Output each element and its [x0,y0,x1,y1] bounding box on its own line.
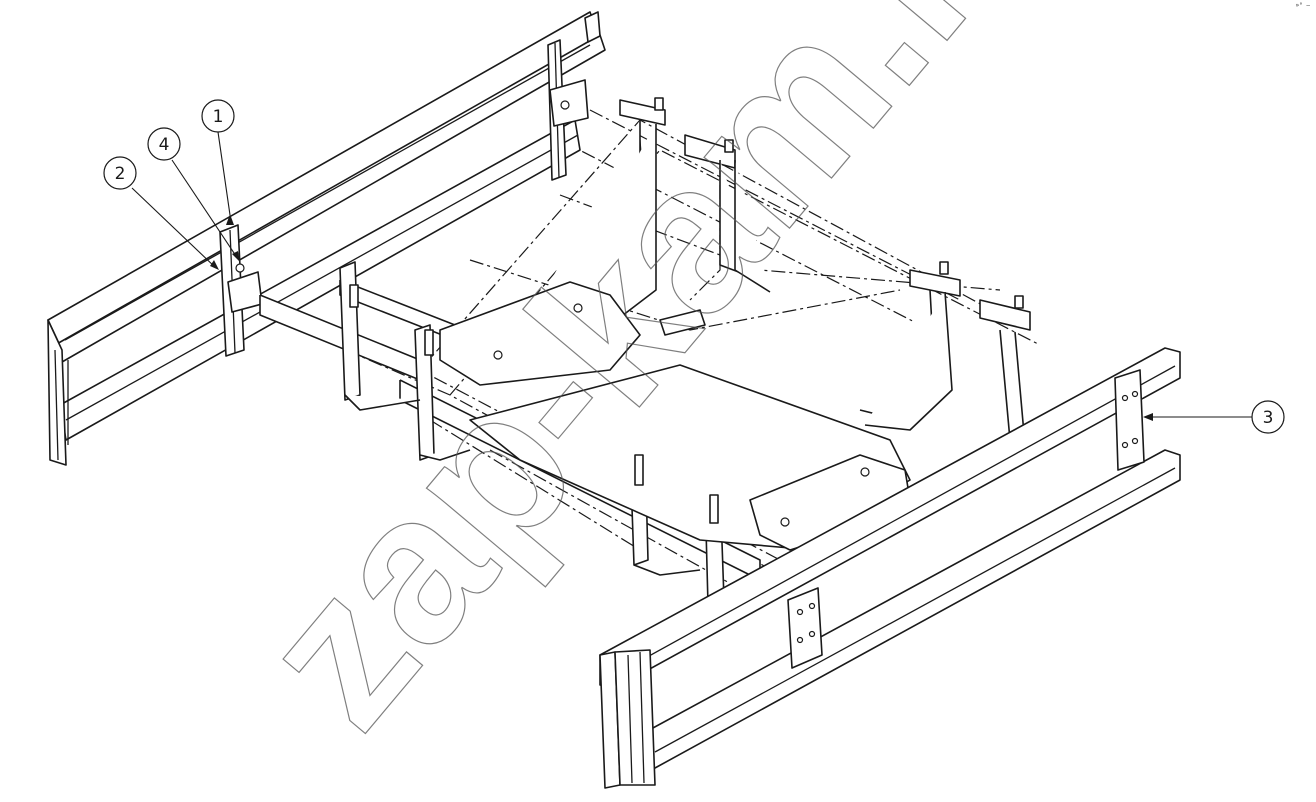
balloon-1 [201,99,235,133]
balloon-3 [1251,400,1285,434]
left-side-rail [47,11,606,466]
balloon-4 [147,127,181,161]
callout-label-1: 1 [213,107,224,127]
seat-plates [439,281,911,551]
callout-4: 4 [147,127,240,262]
callout-label-3: 3 [1263,408,1274,428]
balloon-2 [103,156,137,190]
right-side-rail [599,347,1181,789]
callout-1: 1 [201,99,235,225]
callout-label-2: 2 [115,164,126,184]
corner-mark: »° — [1295,2,1310,9]
fasteners [235,97,1024,524]
callout-label-4: 4 [159,135,170,155]
callout-3: 3 [1143,400,1285,434]
callout-2: 2 [103,156,219,270]
